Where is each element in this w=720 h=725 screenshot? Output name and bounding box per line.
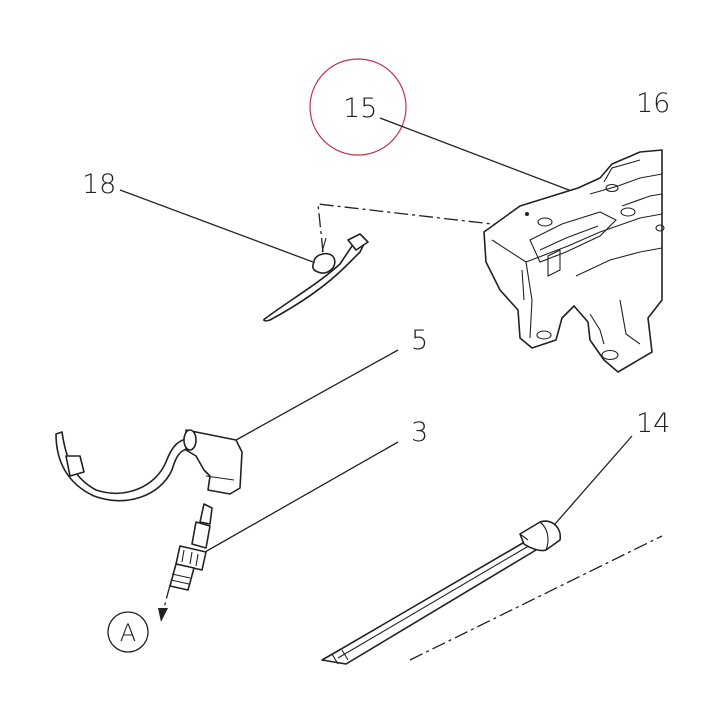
callout-16[interactable]: 16 [636,88,670,119]
callout-3[interactable]: 3 [411,417,428,448]
callout-14[interactable]: 14 [636,408,670,439]
callout-5[interactable]: 5 [411,325,428,356]
leader-5 [235,349,399,441]
leader-18 [119,189,314,263]
callout-18[interactable]: 18 [82,169,116,200]
view-a-label: A [120,619,136,647]
callout-15[interactable]: 15 [343,93,377,124]
view-a-circle[interactable] [107,611,149,653]
cable-tie-part[interactable] [263,233,369,322]
leader-14 [554,435,633,525]
arrow-to-view-a [158,608,168,622]
spark-plug-cap-part[interactable] [55,429,243,525]
leader-15 [379,117,583,196]
highlight-circle-15[interactable] [309,58,407,156]
leader-3 [197,441,399,557]
bracket-housing-part[interactable] [483,149,665,373]
spark-plug-part[interactable] [169,521,211,591]
assembly-line-a [163,584,171,609]
assembly-line-14 [409,535,663,661]
long-bolt-part[interactable] [321,520,562,665]
